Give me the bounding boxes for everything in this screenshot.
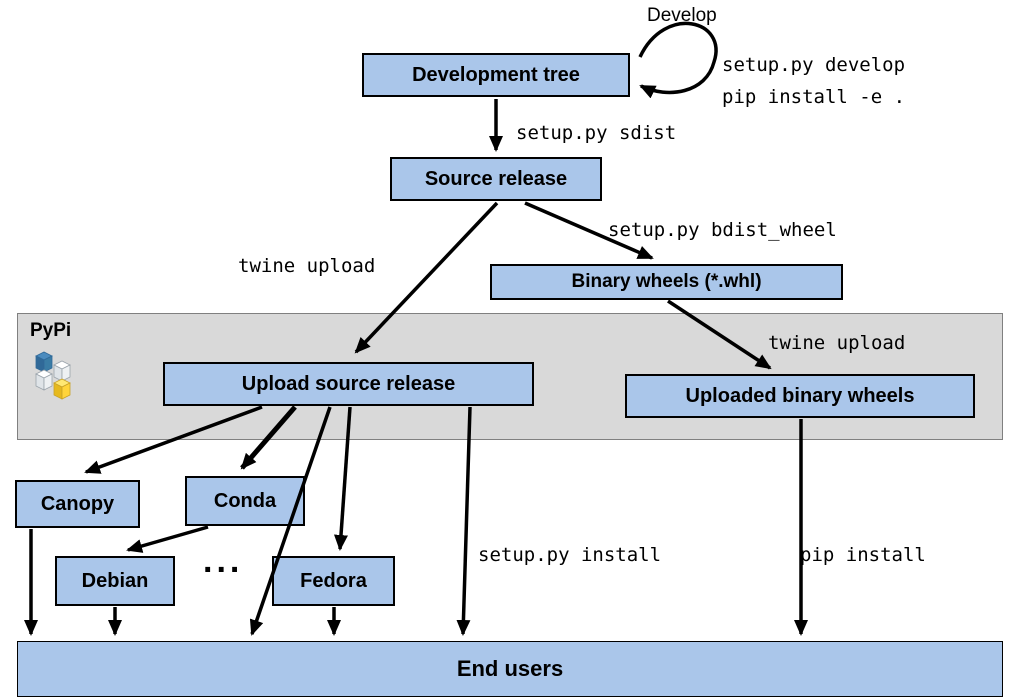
ellipsis-label: ... [203, 542, 244, 580]
edge-label-twine-upload-wheels: twine upload [768, 332, 906, 354]
node-fedora: Fedora [272, 556, 395, 606]
node-development-tree-label: Development tree [412, 63, 580, 86]
edge-label-pip-install: pip install [800, 544, 926, 566]
node-end-users-label: End users [456, 656, 564, 681]
arrow-develop-loop [638, 21, 718, 99]
node-upload-source-release-label: Upload source release [241, 372, 456, 395]
node-binary-wheels: Binary wheels (*.whl) [490, 264, 843, 300]
node-binary-wheels-label: Binary wheels (*.whl) [571, 271, 762, 292]
edge-label-setup-py-install: setup.py install [478, 544, 662, 566]
node-source-release-label: Source release [424, 167, 568, 190]
node-debian-label: Debian [81, 569, 149, 592]
node-end-users: End users [17, 641, 1003, 697]
arrow-conda-to-debian [126, 525, 209, 553]
node-development-tree: Development tree [362, 53, 630, 97]
node-uploaded-binary-wheels: Uploaded binary wheels [625, 374, 975, 418]
node-fedora-label: Fedora [300, 569, 367, 592]
node-source-release: Source release [390, 157, 602, 201]
node-debian: Debian [55, 556, 175, 606]
node-upload-source-release: Upload source release [163, 362, 534, 406]
node-canopy-label: Canopy [40, 492, 115, 515]
node-uploaded-binary-wheels-label: Uploaded binary wheels [685, 384, 915, 407]
node-conda: Conda [185, 476, 305, 526]
edge-label-twine-upload-source: twine upload [238, 255, 376, 277]
pypi-band-label: PyPi [30, 320, 72, 341]
edge-label-setup-py-bdist-wheel: setup.py bdist_wheel [608, 219, 837, 241]
node-canopy: Canopy [15, 480, 140, 528]
edge-label-pip-install-e: pip install -e . [722, 86, 906, 108]
pypi-logo-icon [35, 351, 71, 400]
edge-label-setup-py-sdist: setup.py sdist [516, 122, 677, 144]
node-conda-label: Conda [213, 489, 277, 512]
arrow-setup-py-install [456, 406, 472, 636]
edge-label-develop: Develop [647, 5, 717, 26]
edge-label-setup-py-develop: setup.py develop [722, 54, 906, 76]
